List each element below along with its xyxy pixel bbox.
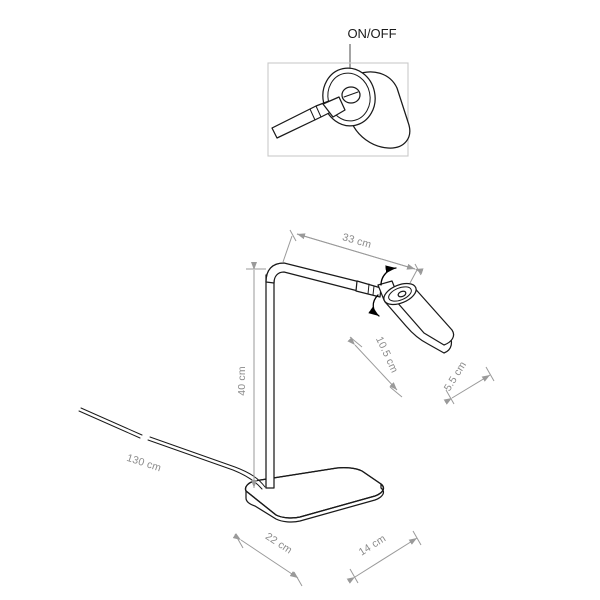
dimension-base-depth: 14 cm: [346, 530, 422, 584]
lamp-base-plate: [244, 467, 385, 523]
callout-joint: [322, 96, 346, 118]
dimension-head-width: 5.5 cm: [442, 359, 495, 405]
dimension-head-width-label: 5.5 cm: [442, 359, 470, 393]
lamp-head-cylinder: [383, 282, 455, 354]
callout-arm-tube: [271, 100, 334, 139]
dimension-cable-length-label: 130 cm: [125, 452, 163, 474]
lamp-arm-tip: [355, 280, 382, 298]
lamp-vertical-stem: [265, 274, 275, 489]
dimension-height-label: 40 cm: [236, 366, 248, 396]
dimension-height: 40 cm: [236, 262, 266, 488]
on-off-callout: ON/OFF: [267, 26, 411, 157]
on-off-switch-icon: [341, 86, 361, 104]
lamp-horizontal-arm: [265, 262, 361, 292]
dimension-base-width-label: 22 cm: [263, 530, 294, 556]
callout-frame: [267, 62, 409, 157]
dimension-head-length: 10.5 cm: [347, 335, 403, 398]
dimension-base-width: 22 cm: [232, 530, 303, 587]
on-off-label: ON/OFF: [347, 26, 396, 41]
dimension-base-depth-label: 14 cm: [357, 532, 389, 558]
power-cable: [78, 407, 266, 490]
dimension-cable-length: 130 cm: [125, 452, 163, 474]
